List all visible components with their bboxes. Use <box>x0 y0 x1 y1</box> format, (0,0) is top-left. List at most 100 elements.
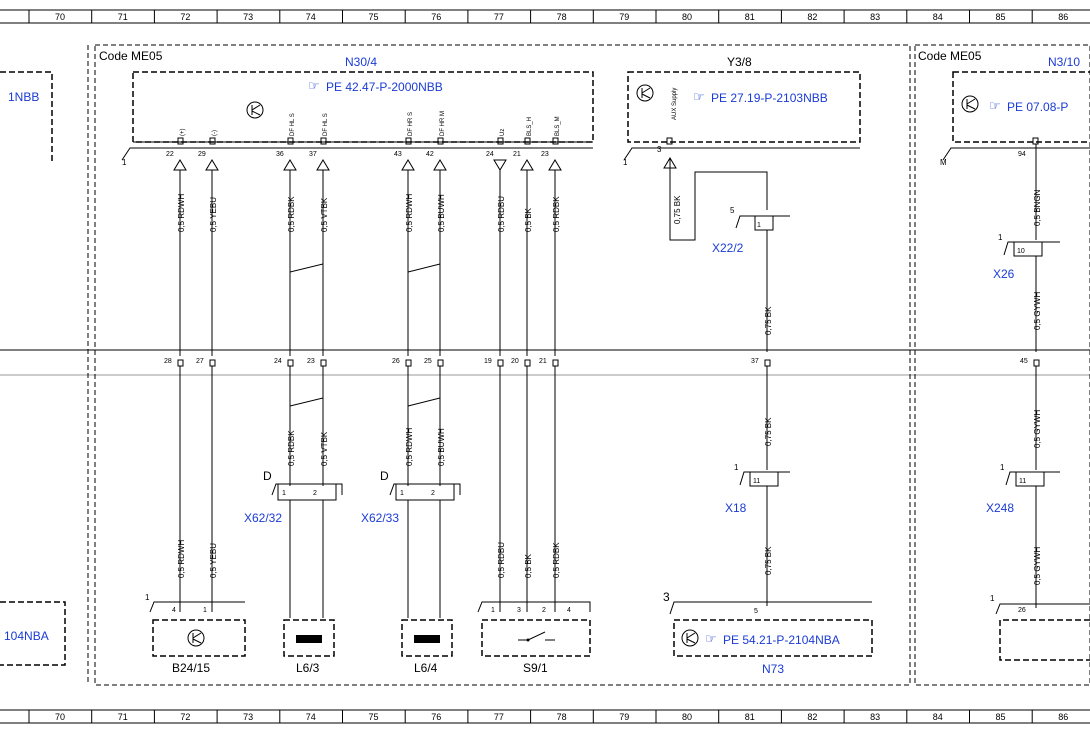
ruler-number: 72 <box>180 712 190 722</box>
connector-x22-line <box>735 215 790 229</box>
wire-label: 0,5 BK <box>524 207 533 232</box>
ruler-number: 81 <box>745 12 755 22</box>
wire-label-y3: 0,75 BK <box>764 306 773 335</box>
module-name-n73: N73 <box>762 662 784 676</box>
pin-number: 43 <box>394 151 402 158</box>
twisted-pair-marker <box>407 392 441 412</box>
pin-label: (+) <box>180 128 186 136</box>
connector-x26-line <box>1003 241 1060 256</box>
ruler-number: 73 <box>243 12 253 22</box>
pin-number-y3-8: 3 <box>657 145 662 154</box>
pin-number: 37 <box>751 358 759 365</box>
pin-number: 29 <box>198 151 206 158</box>
pin-terminal <box>666 137 673 145</box>
control-unit-icon <box>961 95 979 113</box>
ground-label-x22: 5 <box>730 206 735 215</box>
pin-number: 23 <box>307 358 315 365</box>
wire-label: 0,5 YEBU <box>209 197 218 232</box>
wire-label: 0,5 BK <box>524 553 533 578</box>
pin-number: 45 <box>1020 358 1028 365</box>
ground-label-n3: M <box>940 158 947 167</box>
pin-terminal <box>1033 359 1040 367</box>
module-name-y3-8: Y3/8 <box>727 55 752 69</box>
ruler-number: 76 <box>431 12 441 22</box>
wire-label-n3: 0,5 BNGN <box>1033 189 1042 226</box>
module-y3-8-ground-line <box>623 147 860 161</box>
ground-label-n73: 3 <box>663 590 670 604</box>
control-unit-icon <box>636 84 654 102</box>
ruler-number: 81 <box>745 712 755 722</box>
ruler-number: 71 <box>118 712 128 722</box>
pin-terminal <box>437 359 444 367</box>
speed-sensor-icon <box>414 635 440 643</box>
module-n3-ground-line <box>942 147 1090 161</box>
pin-terminal <box>552 359 559 367</box>
connector-x62-33: D 1 2 X62/33 <box>361 469 461 525</box>
pin-arrow <box>173 159 187 171</box>
wire-label-n3: 0,5 GYWH <box>1033 410 1042 448</box>
pin-number: 24 <box>486 151 494 158</box>
ruler-number: 83 <box>870 712 880 722</box>
wire-label: 0,5 RDWH <box>405 428 414 466</box>
pin-terminal <box>209 359 216 367</box>
component-b24-15: 1 4 1 B24/15 <box>145 593 246 675</box>
ruler-number: 80 <box>682 712 692 722</box>
pin-number-right-bottom: 26 <box>1018 607 1026 614</box>
component-name-b24: B24/15 <box>172 661 210 675</box>
pin-label-aux: AUX Supply <box>672 88 678 120</box>
pin-number: 1 <box>400 490 404 497</box>
pin-number: 1 <box>203 607 207 614</box>
pin-terminal <box>497 359 504 367</box>
connector-x18-line <box>739 471 790 486</box>
pin-number: 21 <box>539 358 547 365</box>
connector-x62-32-box <box>277 483 337 501</box>
pin-arrow <box>401 159 415 171</box>
wire-label: 0,5 VTBK <box>320 431 329 466</box>
module-left-bottom: 104NBA <box>0 601 66 666</box>
connector-x248-box <box>1015 471 1045 487</box>
connector-x18: 0,75 BK 1 11 X18 0,75 BK <box>725 366 790 606</box>
module-ref-left-bottom: 104NBA <box>4 629 49 643</box>
wire-label-y3: 0,75 BK <box>673 195 682 224</box>
module-y3-8: Y3/8 1 ☞ PE 27.19-P-2103NBB AUX Supply 3… <box>623 55 861 241</box>
pin-number: 37 <box>309 151 317 158</box>
pin-number: 3 <box>517 607 521 614</box>
wire-label: 0,5 YEBU <box>209 543 218 578</box>
connector-name-x248: X248 <box>986 501 1014 515</box>
pin-number: 22 <box>166 151 174 158</box>
wire-label: 0,5 RDBK <box>552 542 561 578</box>
wire-label: 0,5 RDBK <box>287 430 296 466</box>
pin-number-x26: 10 <box>1017 248 1025 255</box>
pin-terminal <box>497 137 504 145</box>
pin-arrow <box>520 159 534 171</box>
connector-name-x62-33: X62/33 <box>361 511 399 525</box>
connector-x26-box <box>1013 241 1043 257</box>
hand-icon: ☞ <box>693 89 705 104</box>
hand-icon: ☞ <box>705 631 717 646</box>
connector-name-x22: X22/2 <box>712 241 744 255</box>
hand-icon: ☞ <box>308 78 320 93</box>
pin-label: DF HR M <box>440 111 446 136</box>
wire-label: 0,5 RDBK <box>552 196 561 232</box>
module-name-n3-10: N3/10 <box>1048 55 1080 69</box>
connector-x248: 0,5 GYWH 1 11 X248 0,5 GYWH <box>986 366 1060 608</box>
pin-terminal <box>552 137 559 145</box>
ruler-number: 86 <box>1058 712 1068 722</box>
pin-terminal <box>287 359 294 367</box>
pin-number: 23 <box>541 151 549 158</box>
wire-label-n3: 0,5 GYWH <box>1033 547 1042 585</box>
ruler-number: 85 <box>995 12 1005 22</box>
pin-terminal <box>177 137 184 145</box>
pin-terminal <box>287 137 294 145</box>
wire-y3-aux <box>669 158 768 241</box>
module-right-bottom: 1 26 <box>990 594 1090 661</box>
wire-label: 0,5 RDWH <box>177 540 186 578</box>
pin-number: 26 <box>392 358 400 365</box>
ruler-number: 76 <box>431 712 441 722</box>
ground-label-x18: 1 <box>734 463 739 472</box>
pin-label: BLS_H <box>527 117 533 136</box>
pin-terminal <box>1032 137 1039 145</box>
